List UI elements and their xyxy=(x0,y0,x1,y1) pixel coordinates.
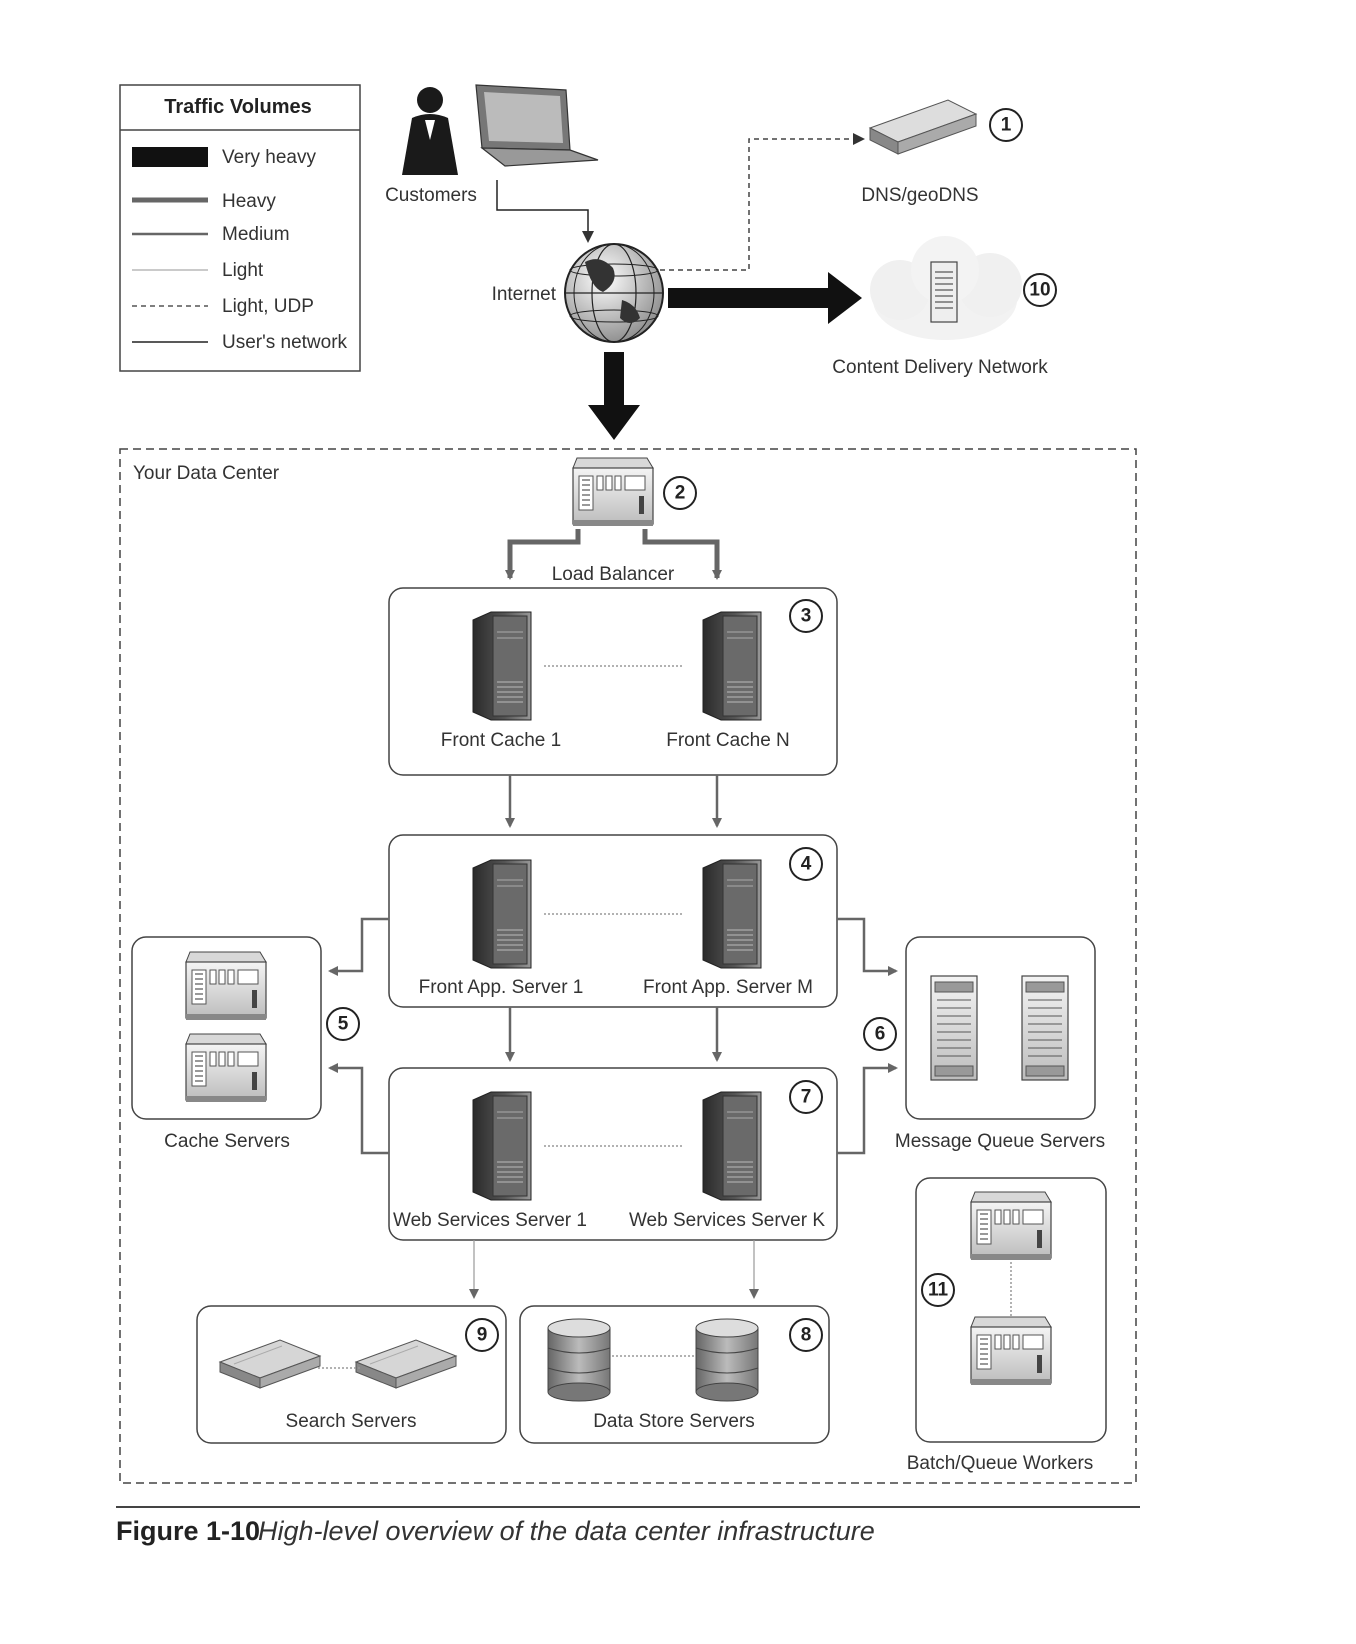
legend-label-medium: Medium xyxy=(222,224,290,245)
batch-workers-group: Batch/Queue Workers xyxy=(907,1177,1107,1474)
dns-label: DNS/geoDNS xyxy=(861,185,978,206)
legend-label-very-heavy: Very heavy xyxy=(222,147,316,168)
data-center-label: Your Data Center xyxy=(133,463,280,484)
badge-10: 10 xyxy=(1023,273,1057,307)
front-app-m-label: Front App. Server M xyxy=(643,977,813,998)
cache-servers-group: Cache Servers xyxy=(131,936,322,1152)
cache-servers-label: Cache Servers xyxy=(164,1131,290,1152)
legend-title: Traffic Volumes xyxy=(164,96,311,118)
tower-server-icon xyxy=(472,611,532,721)
badge-6: 6 xyxy=(863,1017,897,1051)
badge-4: 4 xyxy=(789,847,823,881)
rack-server-icon xyxy=(185,1033,267,1103)
ws-to-cache-link xyxy=(328,1063,389,1155)
database-icon xyxy=(547,1318,611,1402)
user-network-link xyxy=(496,180,594,243)
badge-9-text: 9 xyxy=(477,1325,488,1346)
internet-label: Internet xyxy=(492,284,557,305)
rack-server-icon xyxy=(1021,975,1069,1081)
badge-7-text: 7 xyxy=(801,1087,812,1108)
lb-link-left xyxy=(505,529,581,580)
tower-server-icon xyxy=(702,1091,762,1201)
badge-1: 1 xyxy=(989,108,1023,142)
globe-icon xyxy=(564,243,664,343)
tower-server-icon xyxy=(472,859,532,969)
legend-label-heavy: Heavy xyxy=(222,191,276,212)
load-balancer-icon xyxy=(572,457,654,527)
tower-server-icon xyxy=(702,611,762,721)
person-icon xyxy=(402,87,458,175)
front-app-group: Front App. Server 1 Front App. Server M xyxy=(388,834,838,1008)
badge-3-text: 3 xyxy=(801,606,812,627)
badge-9: 9 xyxy=(465,1318,499,1352)
cdn-node: Content Delivery Network xyxy=(832,236,1048,378)
rack-server-icon xyxy=(930,975,978,1081)
lb-link-right xyxy=(642,529,722,580)
database-icon xyxy=(695,1318,759,1402)
web-services-group: Web Services Server 1 Web Services Serve… xyxy=(388,1067,838,1241)
front-cache-group: Front Cache 1 Front Cache N xyxy=(388,587,838,776)
figure-caption: High-level overview of the data center i… xyxy=(258,1516,875,1546)
tower-server-icon xyxy=(702,859,762,969)
legend-label-users-network: User's network xyxy=(222,332,348,353)
rack-server-icon xyxy=(970,1191,1052,1261)
dns-appliance-icon xyxy=(868,99,978,155)
badge-5: 5 xyxy=(326,1007,360,1041)
legend-label-light: Light xyxy=(222,260,264,281)
front-cache-n-label: Front Cache N xyxy=(666,730,790,751)
data-store-servers-label: Data Store Servers xyxy=(593,1411,755,1432)
badge-7: 7 xyxy=(789,1080,823,1114)
app-to-mq-link xyxy=(837,917,898,976)
badge-4-text: 4 xyxy=(801,854,812,875)
cdn-label: Content Delivery Network xyxy=(832,357,1048,378)
badge-8: 8 xyxy=(789,1318,823,1352)
web-services-1-label: Web Services Server 1 xyxy=(393,1210,587,1231)
badge-6-text: 6 xyxy=(875,1024,886,1045)
batch-workers-label: Batch/Queue Workers xyxy=(907,1453,1094,1474)
search-servers-label: Search Servers xyxy=(286,1411,417,1432)
badge-8-text: 8 xyxy=(801,1325,812,1346)
search-servers-group: Search Servers xyxy=(196,1305,507,1444)
message-queue-group: Message Queue Servers xyxy=(895,936,1105,1152)
web-services-k-label: Web Services Server K xyxy=(629,1210,825,1231)
data-center-boundary xyxy=(119,448,1137,1484)
badge-11: 11 xyxy=(921,1273,955,1307)
customers-label: Customers xyxy=(385,185,477,206)
load-balancer-node: Load Balancer xyxy=(552,457,675,585)
cdn-traffic-arrow xyxy=(668,272,862,324)
app-to-cache-link xyxy=(328,917,389,976)
badge-10-text: 10 xyxy=(1029,280,1050,301)
laptop-icon xyxy=(475,84,599,167)
tower-server-icon xyxy=(472,1091,532,1201)
badge-3: 3 xyxy=(789,599,823,633)
legend-label-light-udp: Light, UDP xyxy=(222,296,314,317)
data-store-group: Data Store Servers xyxy=(519,1305,830,1444)
front-app-1-label: Front App. Server 1 xyxy=(419,977,584,998)
legend-swatch-very-heavy xyxy=(132,147,208,167)
badge-11-text: 11 xyxy=(928,1280,949,1301)
internet: Internet xyxy=(492,243,664,343)
badge-5-text: 5 xyxy=(338,1014,349,1035)
dns-node: DNS/geoDNS xyxy=(861,99,979,206)
legend: Traffic Volumes Very heavy Heavy Medium … xyxy=(119,84,361,372)
rack-server-icon xyxy=(185,951,267,1021)
figure-number: Figure 1-10 xyxy=(116,1516,260,1546)
load-balancer-label: Load Balancer xyxy=(552,564,675,585)
cloud-server-icon xyxy=(870,236,1022,340)
badge-2: 2 xyxy=(663,476,697,510)
udp-link-dns xyxy=(660,133,865,271)
badge-2-text: 2 xyxy=(675,483,686,504)
customers: Customers xyxy=(385,84,599,206)
ws-to-mq-link xyxy=(837,1063,898,1155)
front-cache-1-label: Front Cache 1 xyxy=(441,730,561,751)
message-queue-label: Message Queue Servers xyxy=(895,1131,1105,1152)
datacenter-traffic-arrow xyxy=(588,352,640,440)
rack-server-icon xyxy=(970,1316,1052,1386)
badge-1-text: 1 xyxy=(1001,115,1012,136)
